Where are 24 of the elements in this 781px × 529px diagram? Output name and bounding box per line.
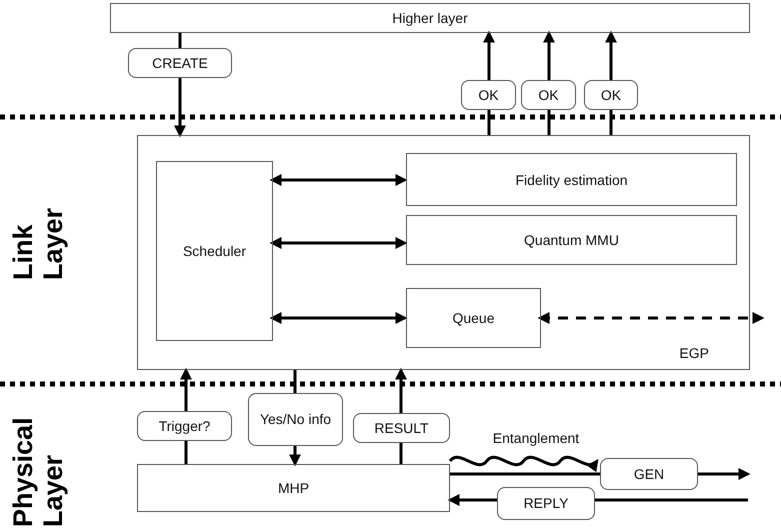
process-box: Scheduler	[156, 161, 273, 341]
edge-label: OK	[584, 80, 638, 110]
dashed-arrow	[538, 312, 764, 324]
edge-label: Yes/No info	[248, 393, 343, 446]
layer-label: Link Layer	[8, 206, 68, 280]
edge-label: OK	[461, 80, 516, 110]
group-title: EGP	[679, 345, 709, 361]
edge-label: RESULT	[353, 413, 450, 443]
process-box: Queue	[406, 288, 541, 348]
layer-label: Physical Layer	[8, 416, 68, 527]
edge-label: REPLY	[497, 487, 595, 520]
edge-label: OK	[521, 80, 576, 110]
process-box: Fidelity estimation	[406, 153, 737, 206]
wavy-arrow	[448, 456, 599, 472]
group-box	[137, 135, 750, 370]
process-box: Higher layer	[110, 3, 750, 33]
arrow	[270, 237, 408, 249]
process-box: Quantum MMU	[406, 215, 737, 265]
process-box: MHP	[137, 464, 450, 512]
arrow	[270, 312, 408, 324]
edge-label: Trigger?	[137, 411, 232, 441]
arrow	[270, 174, 408, 186]
edge-label: GEN	[600, 458, 698, 490]
edge-label: CREATE	[128, 48, 232, 78]
